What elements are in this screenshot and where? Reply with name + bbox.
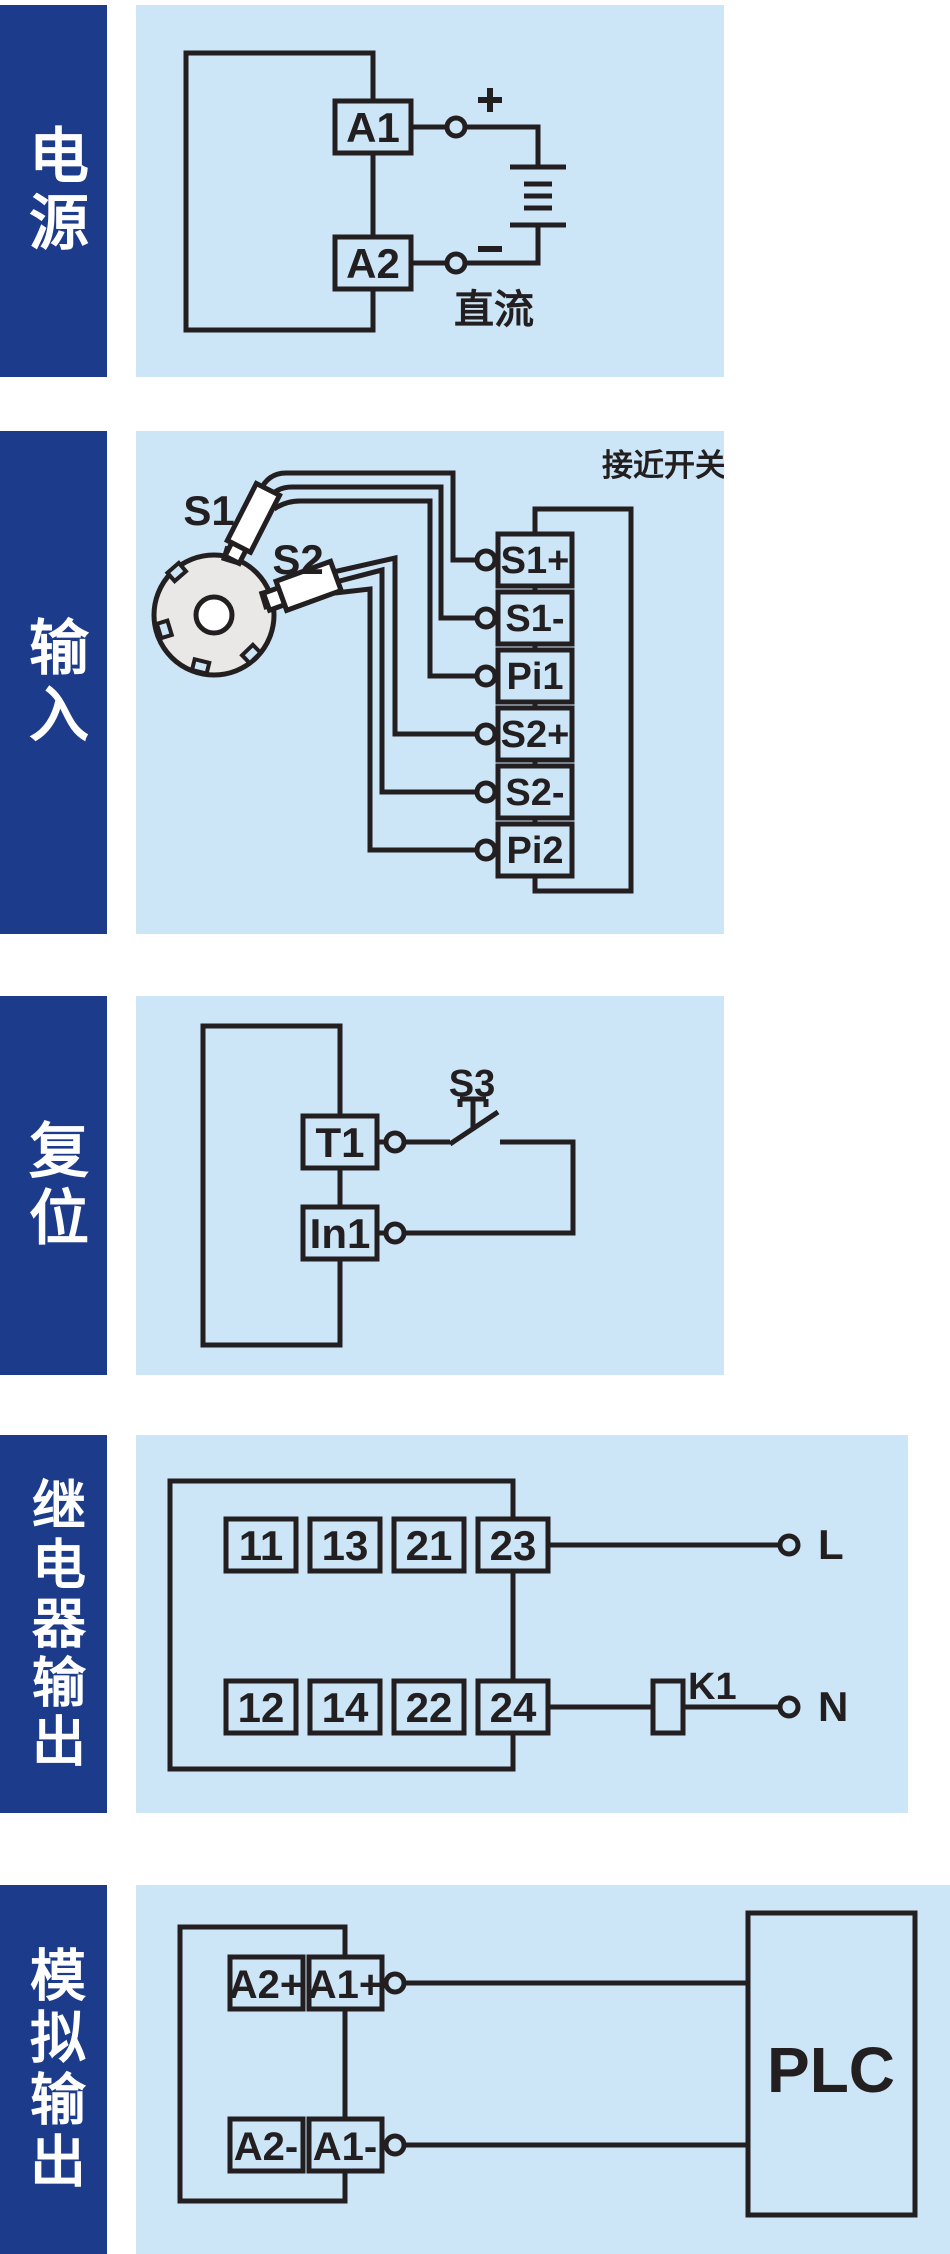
- terminal-a1p-label: A1+: [308, 1963, 383, 2007]
- relay-terminal-row-top: 11 13 21 23: [223, 1516, 551, 1574]
- terminal-box-t1: T1: [300, 1113, 380, 1171]
- terminal-24-label: 24: [490, 1684, 537, 1731]
- proximity-sensor-s2-icon: [260, 558, 345, 614]
- panel-input: 接近开关: [136, 431, 724, 934]
- device-outline: [167, 1478, 516, 1772]
- sidebar-reset-label: 复位: [20, 1118, 88, 1253]
- terminal-box-a2: A2: [332, 234, 414, 292]
- trigger-wheel-icon: [151, 545, 279, 678]
- neutral-terminal-label: N: [818, 1683, 848, 1730]
- terminal-21-label: 21: [406, 1522, 453, 1569]
- panel-analog-output: A2+ A1+ A2- A1- PLC: [136, 1885, 950, 2254]
- sidebar-power: 电源: [0, 5, 107, 377]
- terminal-s1m-label: S1-: [505, 598, 564, 640]
- relay-terminal-row-bottom: 12 14 22 24: [223, 1678, 551, 1736]
- dc-supply-label: 直流: [454, 288, 534, 332]
- proximity-switch-title: 接近开关: [602, 448, 724, 483]
- device-outline: [200, 1023, 343, 1348]
- pushbutton-switch-icon: [404, 1096, 576, 1236]
- terminal-14-label: 14: [322, 1684, 369, 1731]
- terminal-s2p-label: S2+: [501, 714, 570, 756]
- sidebar-analog-output-label: 模拟输出: [22, 1945, 86, 2194]
- terminal-strip: S1+ S1- Pi1 S2+ S2- Pi2: [474, 506, 634, 894]
- terminal-22-label: 22: [406, 1684, 453, 1731]
- terminal-pi1-label: Pi1: [506, 656, 563, 698]
- sidebar-power-label: 电源: [20, 124, 88, 258]
- wheel-center-hole: [193, 594, 235, 636]
- neutral-wire: K1 N: [548, 1666, 848, 1736]
- terminal-s2m-label: S2-: [505, 772, 564, 814]
- plc-label: PLC: [767, 2034, 895, 2106]
- sidebar-input-label: 输入: [20, 615, 88, 750]
- power-wiring-diagram: A1 A2: [183, 50, 566, 333]
- line-terminal-label: L: [818, 1521, 844, 1568]
- sensor1-label: S1: [183, 487, 234, 534]
- terminal-a2p-label: A2+: [229, 1963, 304, 2007]
- proximity-sensor-s1-icon: [221, 480, 283, 567]
- plus-terminal-node: [444, 115, 468, 139]
- dc-source-circuit: 直流: [411, 88, 566, 332]
- analog-wiring-diagram: A2+ A1+ A2- A1- PLC: [177, 1910, 918, 2218]
- relay-wiring-diagram: 11 13 21 23 12 14 22 24 L: [167, 1478, 848, 1772]
- device-outline: [183, 50, 376, 333]
- reset-wiring-diagram: T1 In1 S3: [200, 1023, 576, 1348]
- terminal-in1-label: In1: [310, 1210, 371, 1257]
- relay-coil-icon: [650, 1678, 686, 1736]
- sidebar-input: 输入: [0, 431, 107, 934]
- plc-box: PLC: [745, 1910, 918, 2218]
- terminal-a1m-label: A1-: [313, 2125, 377, 2169]
- sensor-wires: [257, 470, 477, 853]
- plus-sign-icon: [478, 88, 502, 112]
- terminal-a2-label: A2: [346, 240, 400, 287]
- terminal-23-label: 23: [490, 1522, 537, 1569]
- analog-terminal-row-top: A2+ A1+: [227, 1954, 385, 2012]
- sensor2-label: S2: [272, 536, 323, 583]
- battery-icon: [510, 164, 566, 228]
- switch-s3-label: S3: [449, 1063, 495, 1105]
- terminal-box-in1: In1: [300, 1204, 380, 1262]
- panel-relay-output: 11 13 21 23 12 14 22 24 L: [136, 1435, 908, 1813]
- sidebar-relay-output: 继电器输出: [0, 1435, 107, 1813]
- terminal-12-label: 12: [238, 1684, 285, 1731]
- analog-terminal-row-bottom: A2- A1-: [227, 2116, 385, 2174]
- coil-k1-label: K1: [688, 1666, 737, 1708]
- line-wire: L: [548, 1521, 844, 1568]
- terminal-pi2-label: Pi2: [506, 830, 563, 872]
- terminal-a2m-label: A2-: [234, 2125, 298, 2169]
- device-outline: [177, 1924, 348, 2204]
- terminal-box-a1: A1: [332, 98, 414, 156]
- panel-power: A1 A2: [136, 5, 724, 377]
- terminal-a1-label: A1: [346, 104, 400, 151]
- terminal-t1-label: T1: [315, 1119, 364, 1166]
- proximity-switch-bracket: [532, 506, 634, 894]
- sidebar-reset: 复位: [0, 996, 107, 1375]
- terminal-11-label: 11: [239, 1522, 283, 1569]
- sidebar-relay-output-label: 继电器输出: [23, 1476, 84, 1772]
- terminal-13-label: 13: [322, 1522, 369, 1569]
- sidebar-analog-output: 模拟输出: [0, 1885, 107, 2254]
- input-wiring-diagram: 接近开关: [151, 448, 724, 894]
- terminal-s1p-label: S1+: [501, 540, 570, 582]
- panel-reset: T1 In1 S3: [136, 996, 724, 1375]
- minus-terminal-node: [444, 251, 468, 275]
